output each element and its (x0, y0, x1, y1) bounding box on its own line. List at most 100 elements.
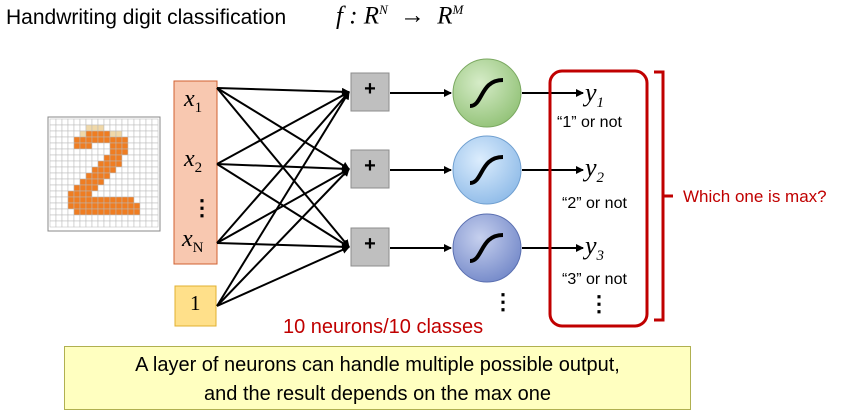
digit-pixel (97, 202, 105, 210)
digit-pixel (145, 130, 153, 138)
digit-pixel (121, 214, 129, 222)
digit-pixel (115, 178, 123, 186)
digit-pixel (109, 148, 117, 156)
digit-pixel (127, 214, 135, 222)
digit-pixel (61, 166, 69, 174)
digit-pixel (49, 148, 57, 156)
digit-pixel (49, 130, 57, 138)
neuron-2 (452, 135, 522, 205)
digit-pixel (49, 184, 57, 192)
digit-pixel (91, 124, 99, 132)
output-y2: y2 (585, 153, 605, 187)
digit-pixel (79, 184, 87, 192)
digit-pixel (127, 202, 135, 210)
digit-pixel (67, 118, 75, 126)
digit-pixel (121, 118, 129, 126)
digit-pixel (67, 196, 75, 204)
digit-pixel (55, 184, 63, 192)
digit-pixel (85, 208, 93, 216)
digit-pixel (79, 118, 87, 126)
sum-symbol-3: + (364, 233, 376, 255)
digit-pixel (127, 142, 135, 150)
digit-pixel (91, 142, 99, 150)
digit-pixel (151, 184, 159, 192)
digit-pixel (121, 142, 129, 150)
digit-pixel (145, 190, 153, 198)
digit-pixel (97, 118, 105, 126)
digit-image (47, 116, 161, 232)
sum-symbol-2: + (364, 155, 376, 177)
digit-pixel (145, 184, 153, 192)
mapping-formula: f : RN → RM (336, 2, 463, 30)
digit-pixel (61, 142, 69, 150)
sum-symbol-1: + (364, 78, 376, 100)
digit-pixel (97, 136, 105, 144)
digit-pixel (61, 196, 69, 204)
summary-line-1: A layer of neurons can handle multiple p… (135, 354, 620, 376)
digit-pixel (133, 136, 141, 144)
digit-pixel (85, 220, 93, 228)
digit-pixel (121, 130, 129, 138)
digit-pixel (61, 190, 69, 198)
digit-pixel (109, 214, 117, 222)
digit-pixel (145, 142, 153, 150)
digit-pixel (121, 124, 129, 132)
digit-pixel (85, 130, 93, 138)
formula-codomain-exp: M (452, 2, 464, 17)
digit-pixel (133, 214, 141, 222)
digit-pixel (91, 184, 99, 192)
digit-pixel (103, 190, 111, 198)
digit-pixel (97, 220, 105, 228)
digit-pixel (79, 178, 87, 186)
digit-pixel (133, 130, 141, 138)
digit-pixel (109, 166, 117, 174)
digit-pixel (61, 124, 69, 132)
digit-pixel (103, 172, 111, 180)
digit-pixel (97, 190, 105, 198)
input-ellipsis: ⋮ (191, 197, 213, 219)
digit-pixel (109, 154, 117, 162)
digit-pixel (115, 166, 123, 174)
digit-pixel (61, 202, 69, 210)
digit-pixel (139, 130, 147, 138)
digit-pixel (55, 160, 63, 168)
digit-pixel (151, 214, 159, 222)
digit-pixel (85, 184, 93, 192)
max-question: Which one is max? (683, 187, 827, 206)
digit-pixel (61, 172, 69, 180)
digit-pixel (139, 184, 147, 192)
digit-pixel (91, 214, 99, 222)
digit-pixel (73, 208, 81, 216)
digit-pixel (49, 154, 57, 162)
digit-pixel (67, 208, 75, 216)
digit-pixel (139, 190, 147, 198)
digit-pixel (67, 130, 75, 138)
digit-pixel (151, 178, 159, 186)
digit-pixel (91, 190, 99, 198)
output-label-2: “2” or not (562, 195, 627, 212)
neuron-ellipsis: ⋮ (492, 289, 514, 314)
digit-pixel (61, 148, 69, 156)
digit-pixel (139, 196, 147, 204)
digit-pixel (55, 136, 63, 144)
digit-pixel (61, 154, 69, 162)
digit-pixel (127, 154, 135, 162)
digit-pixel (55, 124, 63, 132)
digit-pixel (151, 196, 159, 204)
formula-codomain: R (437, 2, 453, 30)
digit-pixel (133, 172, 141, 180)
digit-pixel (91, 178, 99, 186)
digit-pixel (67, 214, 75, 222)
digit-pixel (151, 124, 159, 132)
digit-pixel (97, 214, 105, 222)
digit-pixel (49, 178, 57, 186)
digit-pixel (97, 208, 105, 216)
digit-pixel (85, 160, 93, 168)
digit-pixel (79, 136, 87, 144)
digit-pixel (85, 172, 93, 180)
digit-pixel (127, 220, 135, 228)
digit-pixel (61, 118, 69, 126)
digit-pixel (103, 202, 111, 210)
digit-pixel (133, 202, 141, 210)
digit-pixel (91, 172, 99, 180)
